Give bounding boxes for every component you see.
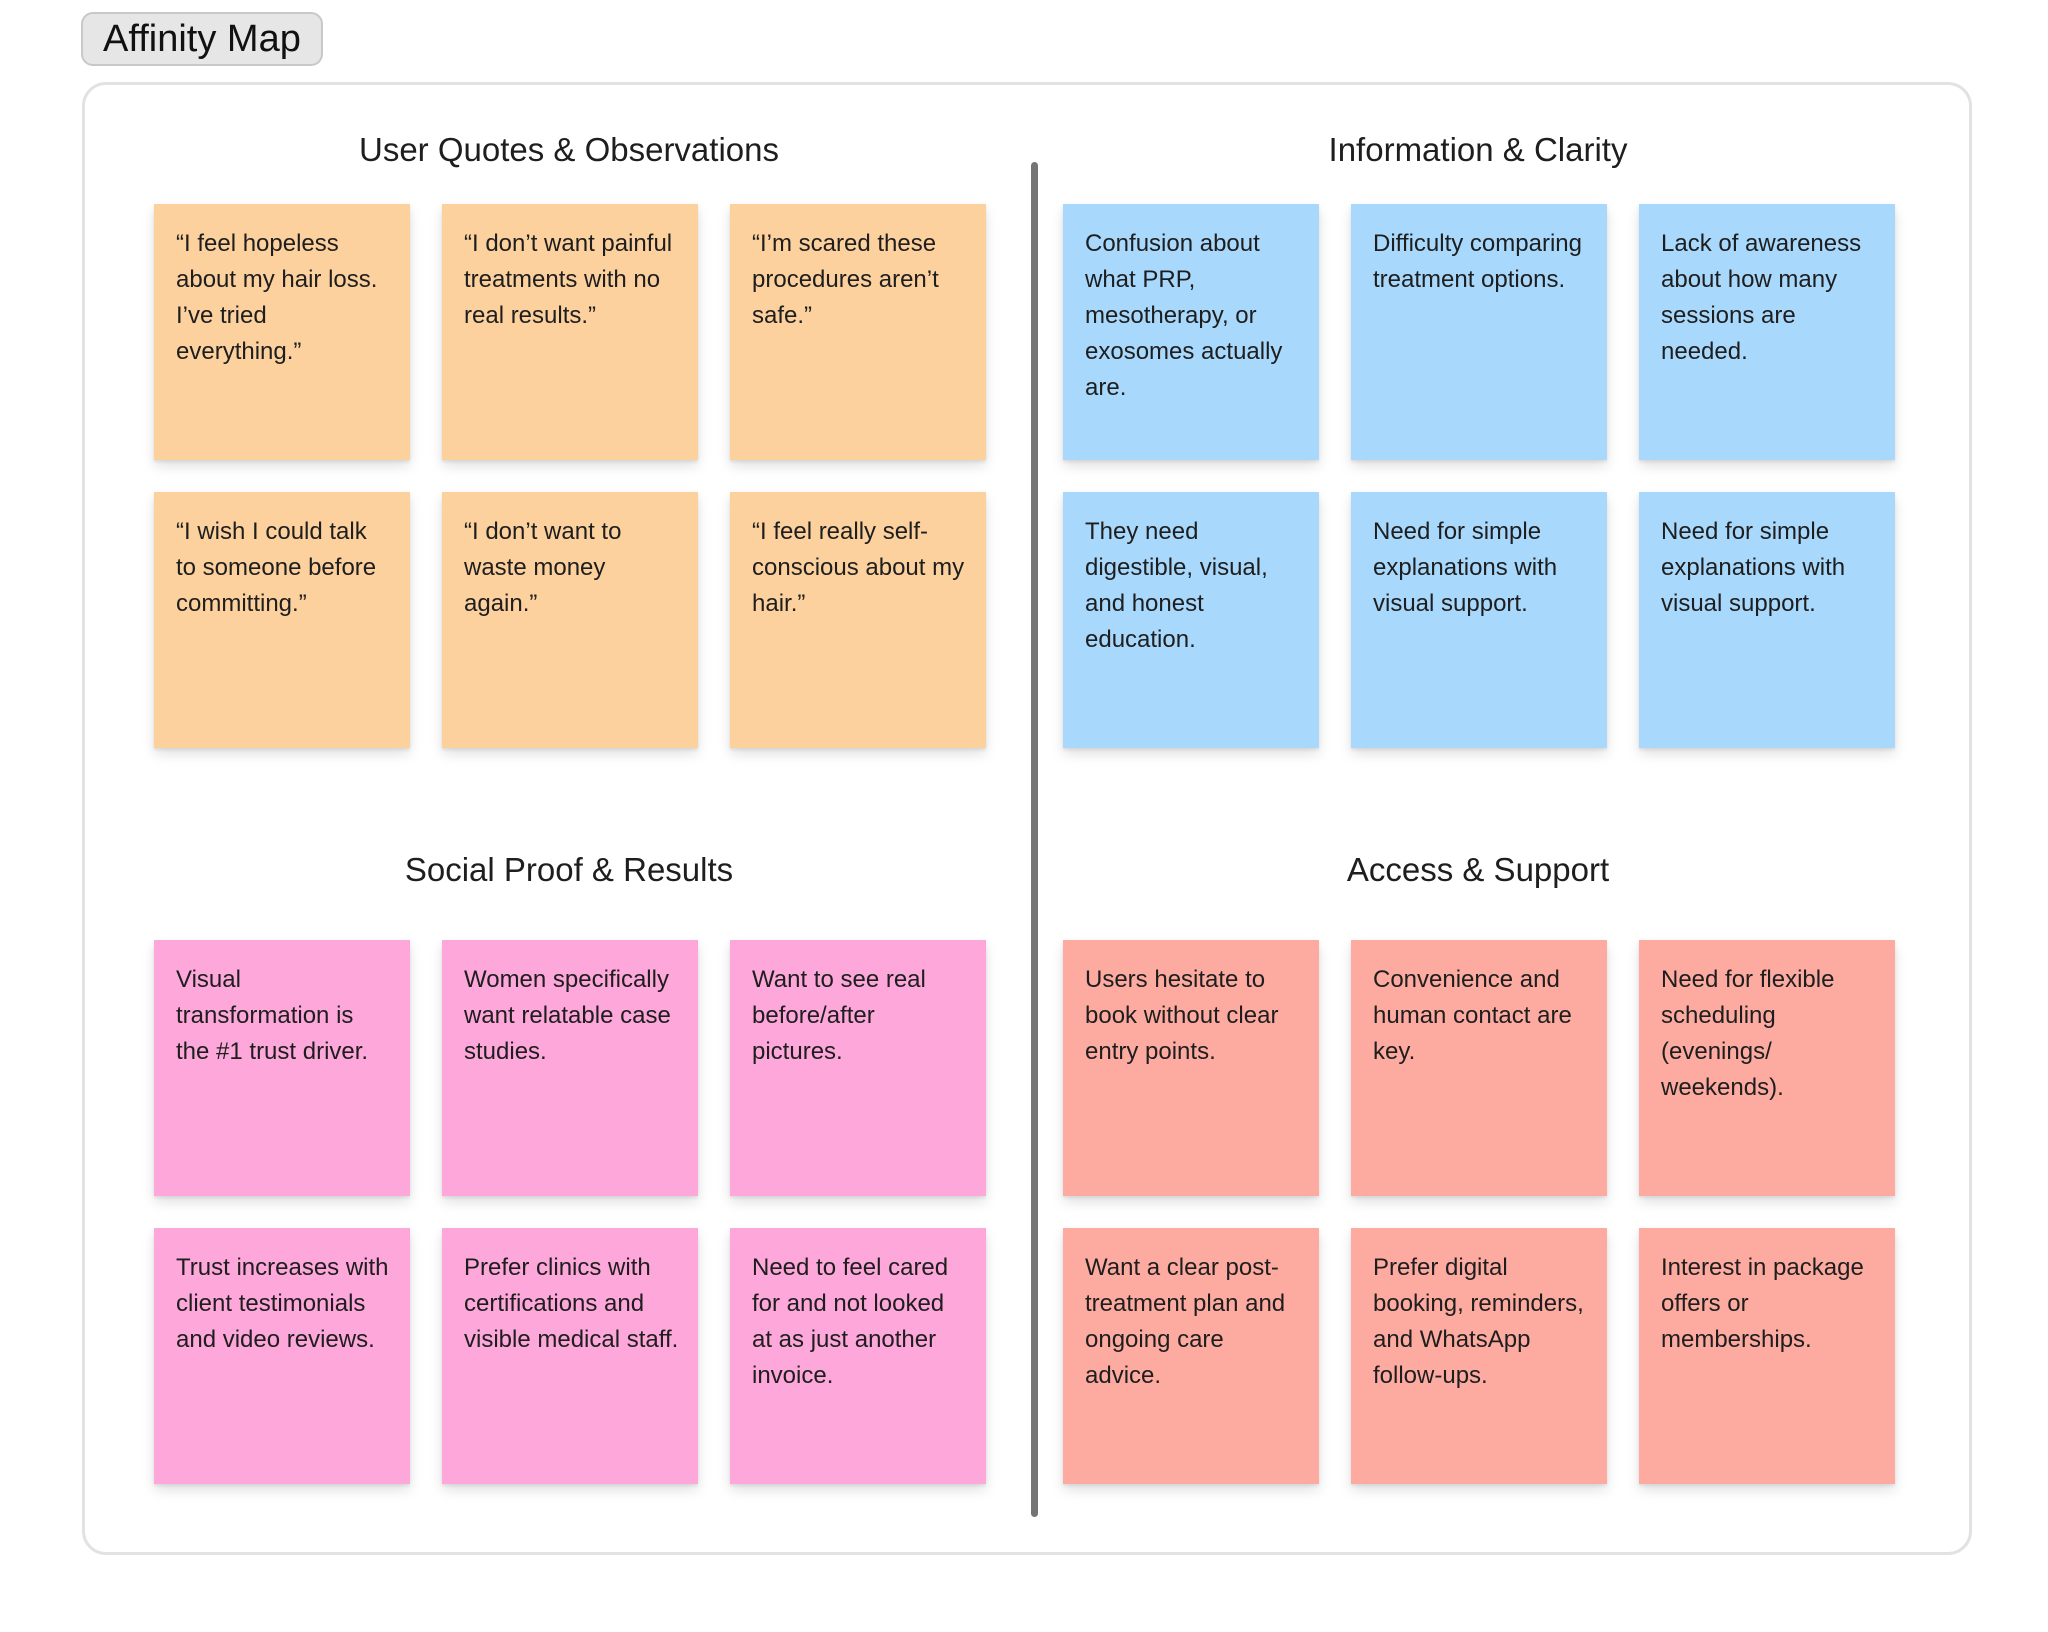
sticky-note[interactable]: Need for simple explanations with visual… <box>1639 492 1895 748</box>
sticky-note[interactable]: Lack of awareness about how many session… <box>1639 204 1895 460</box>
sticky-note[interactable]: Prefer digital booking, reminders, and W… <box>1351 1228 1607 1484</box>
sticky-note[interactable]: Difficulty comparing treatment options. <box>1351 204 1607 460</box>
sticky-note[interactable]: Need for flexible scheduling (evenings/ … <box>1639 940 1895 1196</box>
frame-title-tab[interactable]: Affinity Map <box>81 12 323 66</box>
cluster-title-social-proof: Social Proof & Results <box>404 851 734 888</box>
sticky-note[interactable]: Need to feel cared for and not looked at… <box>730 1228 986 1484</box>
sticky-note[interactable]: “I feel hopeless about my hair loss. I’v… <box>154 204 410 460</box>
sticky-note[interactable]: “I don’t want painful treatments with no… <box>442 204 698 460</box>
sticky-note[interactable]: Users hesitate to book without clear ent… <box>1063 940 1319 1196</box>
sticky-note[interactable]: Convenience and human contact are key. <box>1351 940 1607 1196</box>
sticky-note[interactable]: “I wish I could talk to someone before c… <box>154 492 410 748</box>
cluster-title-user-quotes: User Quotes & Observations <box>358 131 779 168</box>
sticky-note[interactable]: “I don’t want to waste money again.” <box>442 492 698 748</box>
sticky-note[interactable]: Women specifically want relatable case s… <box>442 940 698 1196</box>
sticky-note[interactable]: Want to see real before/after pictures. <box>730 940 986 1196</box>
sticky-note[interactable]: Interest in package offers or membership… <box>1639 1228 1895 1484</box>
sticky-note[interactable]: They need digestible, visual, and honest… <box>1063 492 1319 748</box>
sticky-note[interactable]: Prefer clinics with certifications and v… <box>442 1228 698 1484</box>
sticky-note[interactable]: “I’m scared these procedures aren’t safe… <box>730 204 986 460</box>
cluster-title-information-clarity: Information & Clarity <box>1328 131 1628 168</box>
sticky-note[interactable]: Visual transformation is the #1 trust dr… <box>154 940 410 1196</box>
sticky-note[interactable]: Trust increases with client testimonials… <box>154 1228 410 1484</box>
sticky-note[interactable]: Need for simple explanations with visual… <box>1351 492 1607 748</box>
vertical-divider <box>1031 162 1038 1517</box>
sticky-note[interactable]: Want a clear post-treatment plan and ong… <box>1063 1228 1319 1484</box>
cluster-title-access-support: Access & Support <box>1346 851 1610 888</box>
sticky-note[interactable]: Confusion about what PRP, mesotherapy, o… <box>1063 204 1319 460</box>
sticky-note[interactable]: “I feel really self-conscious about my h… <box>730 492 986 748</box>
